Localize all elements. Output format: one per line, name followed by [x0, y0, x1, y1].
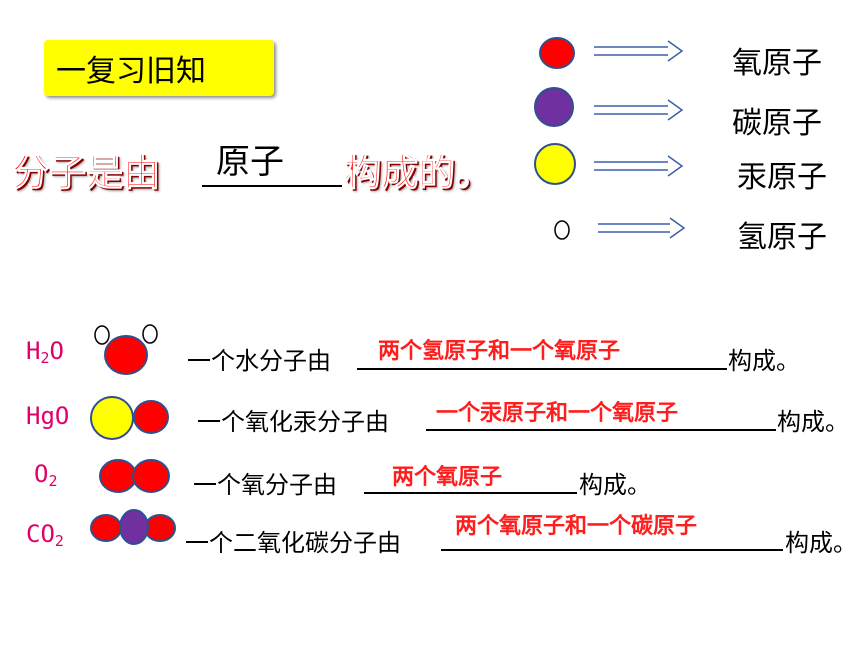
legend-label-mercury: 汞原子	[737, 160, 827, 195]
mercury-atom-icon	[534, 143, 576, 185]
answer-text: 两个氢原子和一个氧原子	[378, 339, 621, 364]
legend-label-carbon: 碳原子	[732, 106, 822, 141]
sentence-prefix: 一个氧化汞分子由	[197, 408, 389, 436]
hydrogen-atom-icon	[554, 220, 570, 240]
statement-blank-line	[202, 185, 342, 187]
sentence-prefix: 一个氧分子由	[193, 471, 337, 499]
statement-prefix: 分子是由	[12, 151, 161, 195]
formula-oxygen: O2	[34, 460, 58, 490]
oxygen-atom-icon	[539, 37, 575, 69]
answer-blank-line	[441, 549, 783, 551]
section-title-box: 一复习旧知	[44, 40, 274, 96]
sentence-suffix: 构成。	[785, 529, 857, 557]
molecule-models	[90, 324, 176, 545]
legend-label-hydrogen: 氢原子	[737, 220, 827, 255]
oxygen-molecule-icon	[99, 459, 170, 493]
arrow-icon	[594, 99, 684, 121]
sentence-suffix: 构成。	[579, 471, 651, 499]
statement-answer: 原子	[216, 142, 284, 182]
sentence-prefix: 一个水分子由	[187, 347, 331, 375]
answer-text: 两个氧原子和一个碳原子	[455, 514, 698, 539]
sentence-suffix: 构成。	[728, 347, 800, 375]
answer-blank-line	[357, 368, 727, 370]
arrow-icon	[594, 155, 684, 177]
arrow-icon	[594, 40, 684, 62]
water-molecule-icon	[94, 324, 158, 375]
section-title: 一复习旧知	[56, 54, 206, 89]
sentence-prefix: 一个二氧化碳分子由	[185, 529, 401, 557]
answer-blank-line	[364, 492, 577, 494]
formula-mercury-oxide: HgO	[26, 402, 70, 430]
mercury-oxide-molecule-icon	[90, 396, 169, 440]
formula-carbon-dioxide: CO2	[26, 520, 64, 550]
formula-water: H2O	[26, 337, 64, 367]
arrow-icon	[598, 217, 686, 239]
legend-graphics	[534, 37, 686, 240]
carbon-atom-icon	[534, 87, 574, 127]
answer-blank-line	[426, 429, 776, 431]
carbon-dioxide-molecule-icon	[90, 509, 176, 545]
sentence-suffix: 构成。	[777, 408, 849, 436]
answer-text: 一个汞原子和一个氧原子	[436, 401, 679, 426]
answer-text: 两个氧原子	[392, 465, 503, 490]
legend-label-oxygen: 氧原子	[732, 46, 822, 81]
statement-suffix: 构成的。	[344, 151, 493, 195]
